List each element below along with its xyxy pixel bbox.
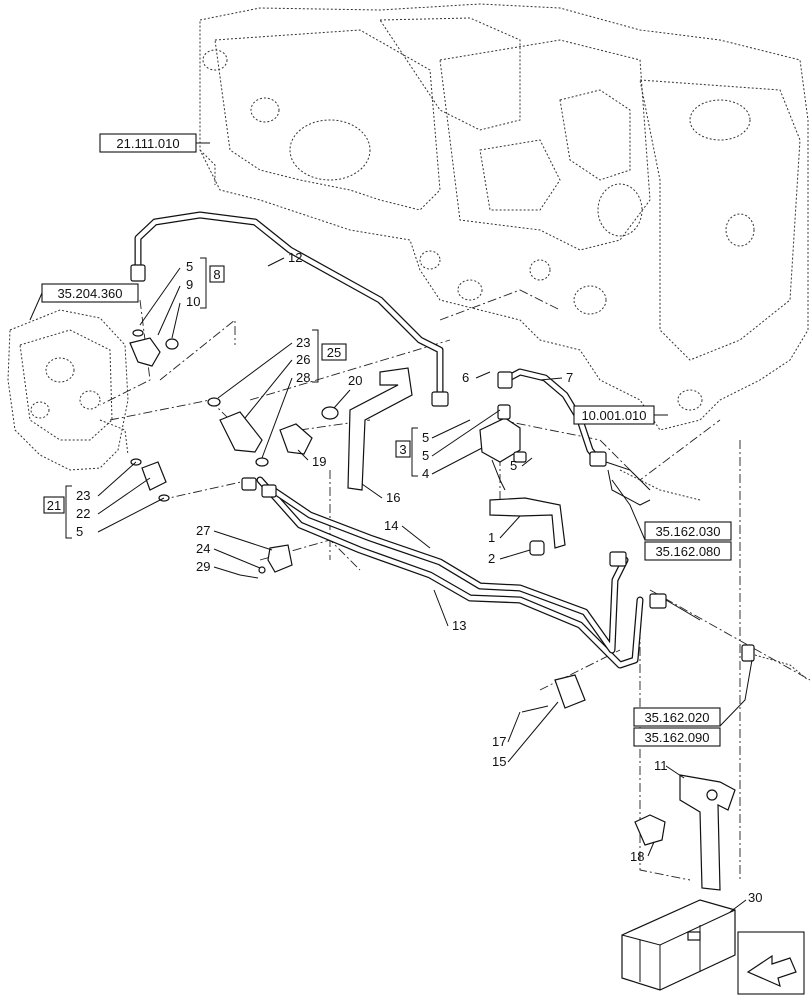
svg-text:28: 28 [296, 370, 310, 385]
svg-text:2: 2 [488, 551, 495, 566]
svg-text:18: 18 [630, 849, 644, 864]
svg-text:5: 5 [510, 458, 517, 473]
svg-text:12: 12 [288, 250, 302, 265]
svg-text:23: 23 [76, 488, 90, 503]
svg-text:9: 9 [186, 277, 193, 292]
svg-text:5: 5 [422, 448, 429, 463]
svg-text:21: 21 [47, 498, 61, 513]
transmission-housing [199, 3, 809, 431]
svg-text:35.162.080: 35.162.080 [655, 544, 720, 559]
svg-text:35.162.030: 35.162.030 [655, 524, 720, 539]
ref-box-35.162.020[interactable]: 35.162.020 [633, 707, 721, 727]
svg-text:22: 22 [76, 506, 90, 521]
kit-box-30 [621, 899, 736, 991]
ref-box-35.162.030[interactable]: 35.162.030 [644, 521, 732, 541]
svg-text:29: 29 [196, 559, 210, 574]
control-valve-assembly [7, 309, 129, 471]
svg-text:15: 15 [492, 754, 506, 769]
svg-text:14: 14 [384, 518, 398, 533]
svg-text:24: 24 [196, 541, 210, 556]
group-25: 25 [312, 329, 347, 383]
plug-19 [279, 406, 339, 455]
svg-text:5: 5 [422, 430, 429, 445]
ref-box-21.111.010[interactable]: 21.111.010 [99, 133, 210, 153]
svg-text:6: 6 [462, 370, 469, 385]
svg-text:21.111.010: 21.111.010 [116, 136, 179, 151]
svg-text:10: 10 [186, 294, 200, 309]
group-21: 21 [43, 485, 72, 539]
ref-box-35.162.080[interactable]: 35.162.080 [611, 479, 732, 561]
svg-text:1: 1 [488, 530, 495, 545]
svg-text:23: 23 [296, 335, 310, 350]
svg-text:13: 13 [452, 618, 466, 633]
ref-box-35.204.360[interactable]: 35.204.360 [29, 283, 139, 321]
fitting-21 [130, 458, 170, 502]
hose-ends [607, 469, 809, 681]
svg-text:35.204.360: 35.204.360 [57, 286, 122, 301]
svg-text:25: 25 [327, 345, 341, 360]
bracket-1 [489, 497, 566, 556]
adapter-23-26-28 [207, 397, 269, 467]
svg-text:17: 17 [492, 734, 506, 749]
nav-arrow-icon[interactable] [737, 931, 805, 995]
svg-text:7: 7 [566, 370, 573, 385]
svg-text:5: 5 [76, 524, 83, 539]
elbow-fitting-8 [129, 329, 179, 367]
svg-text:35.162.020: 35.162.020 [644, 710, 709, 725]
bracket-11 [679, 774, 736, 891]
svg-text:4: 4 [422, 466, 429, 481]
svg-text:30: 30 [748, 890, 762, 905]
clip-27 [239, 544, 293, 579]
svg-text:26: 26 [296, 352, 310, 367]
bracket-16 [347, 367, 413, 491]
svg-text:19: 19 [312, 454, 326, 469]
svg-text:8: 8 [213, 267, 220, 282]
clamp-15 [521, 674, 586, 713]
ref-box-10.001.010[interactable]: 10.001.010 [573, 405, 668, 425]
valve-body-1 [479, 404, 527, 491]
svg-text:20: 20 [348, 373, 362, 388]
group-8: 8 [200, 257, 225, 309]
svg-text:3: 3 [399, 442, 406, 457]
pipe-7 [497, 368, 651, 491]
svg-text:10.001.010: 10.001.010 [581, 408, 646, 423]
svg-text:5: 5 [186, 259, 193, 274]
svg-text:11: 11 [654, 758, 668, 773]
group-3: 3 [395, 427, 418, 477]
svg-text:16: 16 [386, 490, 400, 505]
callouts: 5 9 10 12 23 26 28 20 19 16 6 7 5 5 4 5 … [76, 250, 762, 913]
ref-box-35.162.090[interactable]: 35.162.090 [633, 659, 753, 747]
pipes-13-14 [241, 476, 701, 669]
pipe-12 [130, 211, 449, 407]
svg-text:35.162.090: 35.162.090 [644, 730, 709, 745]
svg-text:27: 27 [196, 523, 210, 538]
bolt-18 [634, 814, 666, 846]
